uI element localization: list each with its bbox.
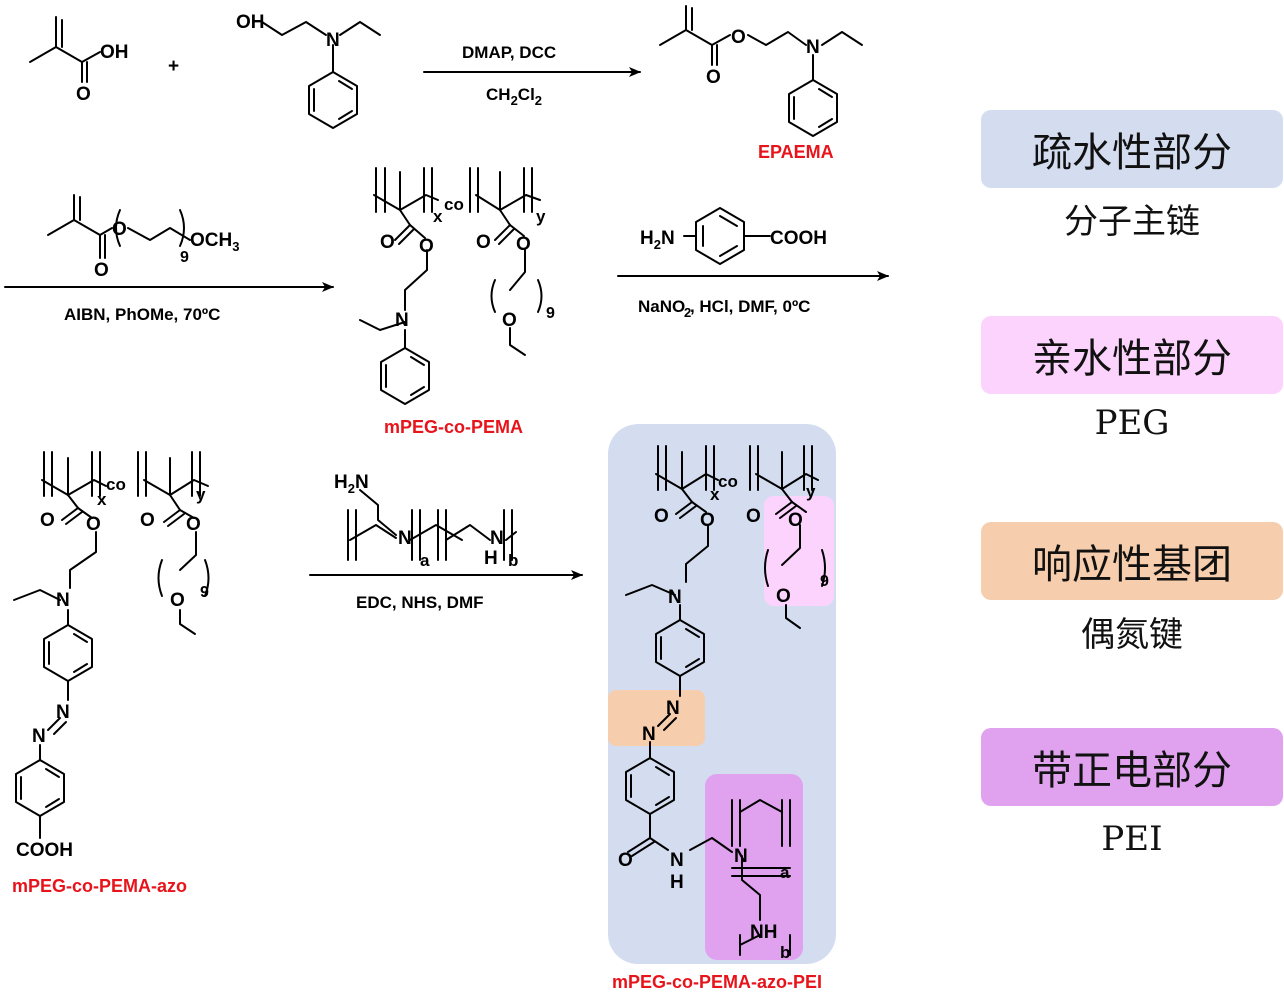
pei-n-2: N (490, 528, 504, 549)
polymer-repeat: 9 (546, 305, 555, 322)
azo-o-1: O (40, 510, 55, 531)
final-o-1: O (654, 506, 669, 527)
reaction-3-labels: H2N COOH NaNO , HCl, DMF, 0ºC 2 (638, 228, 827, 320)
azo-x: x (97, 490, 107, 509)
final-repeat: 9 (820, 573, 829, 590)
final-n-amide: N (670, 850, 684, 871)
epaema-o-label-1: O (731, 27, 746, 48)
aminobenzoic-acid (683, 207, 771, 265)
final-o-amide: O (618, 850, 633, 871)
mpeg-co-pema-azo-structure (13, 451, 210, 839)
condition-nano2-sub: 2 (684, 305, 691, 320)
final-product-structure (625, 445, 826, 956)
final-o-5: O (776, 586, 791, 607)
polymer-o-3: O (476, 232, 491, 253)
epaema-n-label: N (806, 37, 820, 58)
azo-n-2: N (56, 702, 70, 723)
final-o-3: O (746, 506, 761, 527)
final-x: x (710, 485, 720, 504)
final-product-labels: x co y O O N N N O N H N a NH b O O O 9 … (612, 472, 829, 992)
legend-box-cationic: 带正电部分 (981, 728, 1283, 806)
polymer-co: co (444, 195, 464, 214)
legend-box-hydrophilic: 亲水性部分 (981, 316, 1283, 394)
mpeg-co-pema-structure (359, 167, 543, 405)
pei-h2n: H2N (334, 472, 369, 496)
condition-solvent: CH2Cl2 (486, 85, 542, 108)
polymer-x: x (433, 207, 443, 226)
legend-box-responsive: 响应性基团 (981, 522, 1283, 600)
pei-b: b (508, 551, 518, 570)
pegma-och3: OCH3 (190, 230, 239, 254)
phenylaminoethanol (261, 21, 381, 129)
pegma-o-label-2: O (94, 260, 109, 281)
plus-sign: + (168, 56, 179, 77)
azo-name: mPEG-co-PEMA-azo (12, 876, 187, 896)
legend-label-pei: PEI (1101, 819, 1163, 859)
final-b: b (780, 943, 790, 962)
condition-edc: EDC, NHS, DMF (356, 593, 484, 612)
final-n-3: N (642, 724, 656, 745)
epaema-structure (659, 5, 863, 137)
reagent-h2n: H2N (640, 228, 675, 252)
final-o-2: O (700, 510, 715, 531)
o-label-1: O (76, 84, 91, 105)
epaema-o-label-2: O (706, 67, 721, 88)
azo-n-3: N (32, 726, 46, 747)
polymer-o-4: O (516, 234, 531, 255)
oh-label-1: OH (100, 42, 129, 63)
reaction-2-labels: O O 9 OCH3 AIBN, PhOMe, 70ºC x co y O O … (64, 195, 555, 437)
azo-o-2: O (86, 514, 101, 535)
final-name: mPEG-co-PEMA-azo-PEI (612, 972, 822, 992)
mpeg-co-pema-name: mPEG-co-PEMA (384, 417, 523, 437)
azo-n-1: N (56, 590, 70, 611)
epaema-name: EPAEMA (758, 142, 834, 162)
azo-o-3: O (140, 510, 155, 531)
pei-a: a (420, 551, 430, 570)
pegma-repeat-count: 9 (180, 249, 189, 266)
polymer-o-5: O (502, 310, 517, 331)
pei-n-1: N (398, 528, 412, 549)
azo-polymer-labels: x co y O O N N N O O O 9 COOH mPEG-co-PE… (12, 475, 209, 896)
n-label-1: N (326, 30, 340, 51)
azo-y: y (196, 485, 206, 504)
condition-dmap-dcc: DMAP, DCC (462, 43, 556, 62)
azo-o-5: O (170, 590, 185, 611)
reaction-1-labels: OH O + OH N DMAP, DCC CH2Cl2 O O N EPAEM… (76, 12, 834, 162)
polymer-o-1: O (380, 232, 395, 253)
final-n-pei: N (734, 846, 748, 867)
azo-cooh: COOH (16, 840, 73, 861)
final-n-2: N (666, 698, 680, 719)
final-o-4: O (788, 510, 803, 531)
methacrylic-acid (29, 16, 101, 83)
legend-box-hydrophobic: 疏水性部分 (981, 110, 1283, 188)
final-y: y (806, 482, 816, 501)
azo-o-4: O (186, 514, 201, 535)
final-h-amide: H (670, 872, 684, 893)
reaction-4-labels: H2N N N H a b EDC, NHS, DMF (334, 472, 518, 612)
final-co: co (718, 472, 738, 491)
final-a: a (780, 863, 790, 882)
final-nh: NH (750, 922, 777, 943)
polymer-y: y (536, 207, 546, 226)
azo-co: co (106, 475, 126, 494)
final-n-1: N (668, 587, 682, 608)
pegma-monomer (47, 194, 191, 259)
reagent-cooh: COOH (770, 228, 827, 249)
condition-nano2: NaNO , HCl, DMF, 0ºC (638, 297, 810, 316)
polymer-n: N (395, 310, 409, 331)
azo-highlight (608, 690, 705, 746)
pei-reagent (347, 489, 517, 561)
oh-label-2: OH (236, 12, 265, 33)
legend-label-peg: PEG (1094, 403, 1170, 443)
pei-h: H (484, 548, 498, 569)
azo-repeat: 9 (200, 584, 209, 601)
condition-aibn: AIBN, PhOMe, 70ºC (64, 305, 220, 324)
peg-highlight (764, 496, 834, 606)
pegma-o-label-1: O (112, 219, 127, 240)
polymer-o-2: O (419, 236, 434, 257)
legend-label-backbone: 分子主链 (1064, 202, 1200, 242)
legend-label-azo: 偶氮键 (1081, 615, 1183, 655)
